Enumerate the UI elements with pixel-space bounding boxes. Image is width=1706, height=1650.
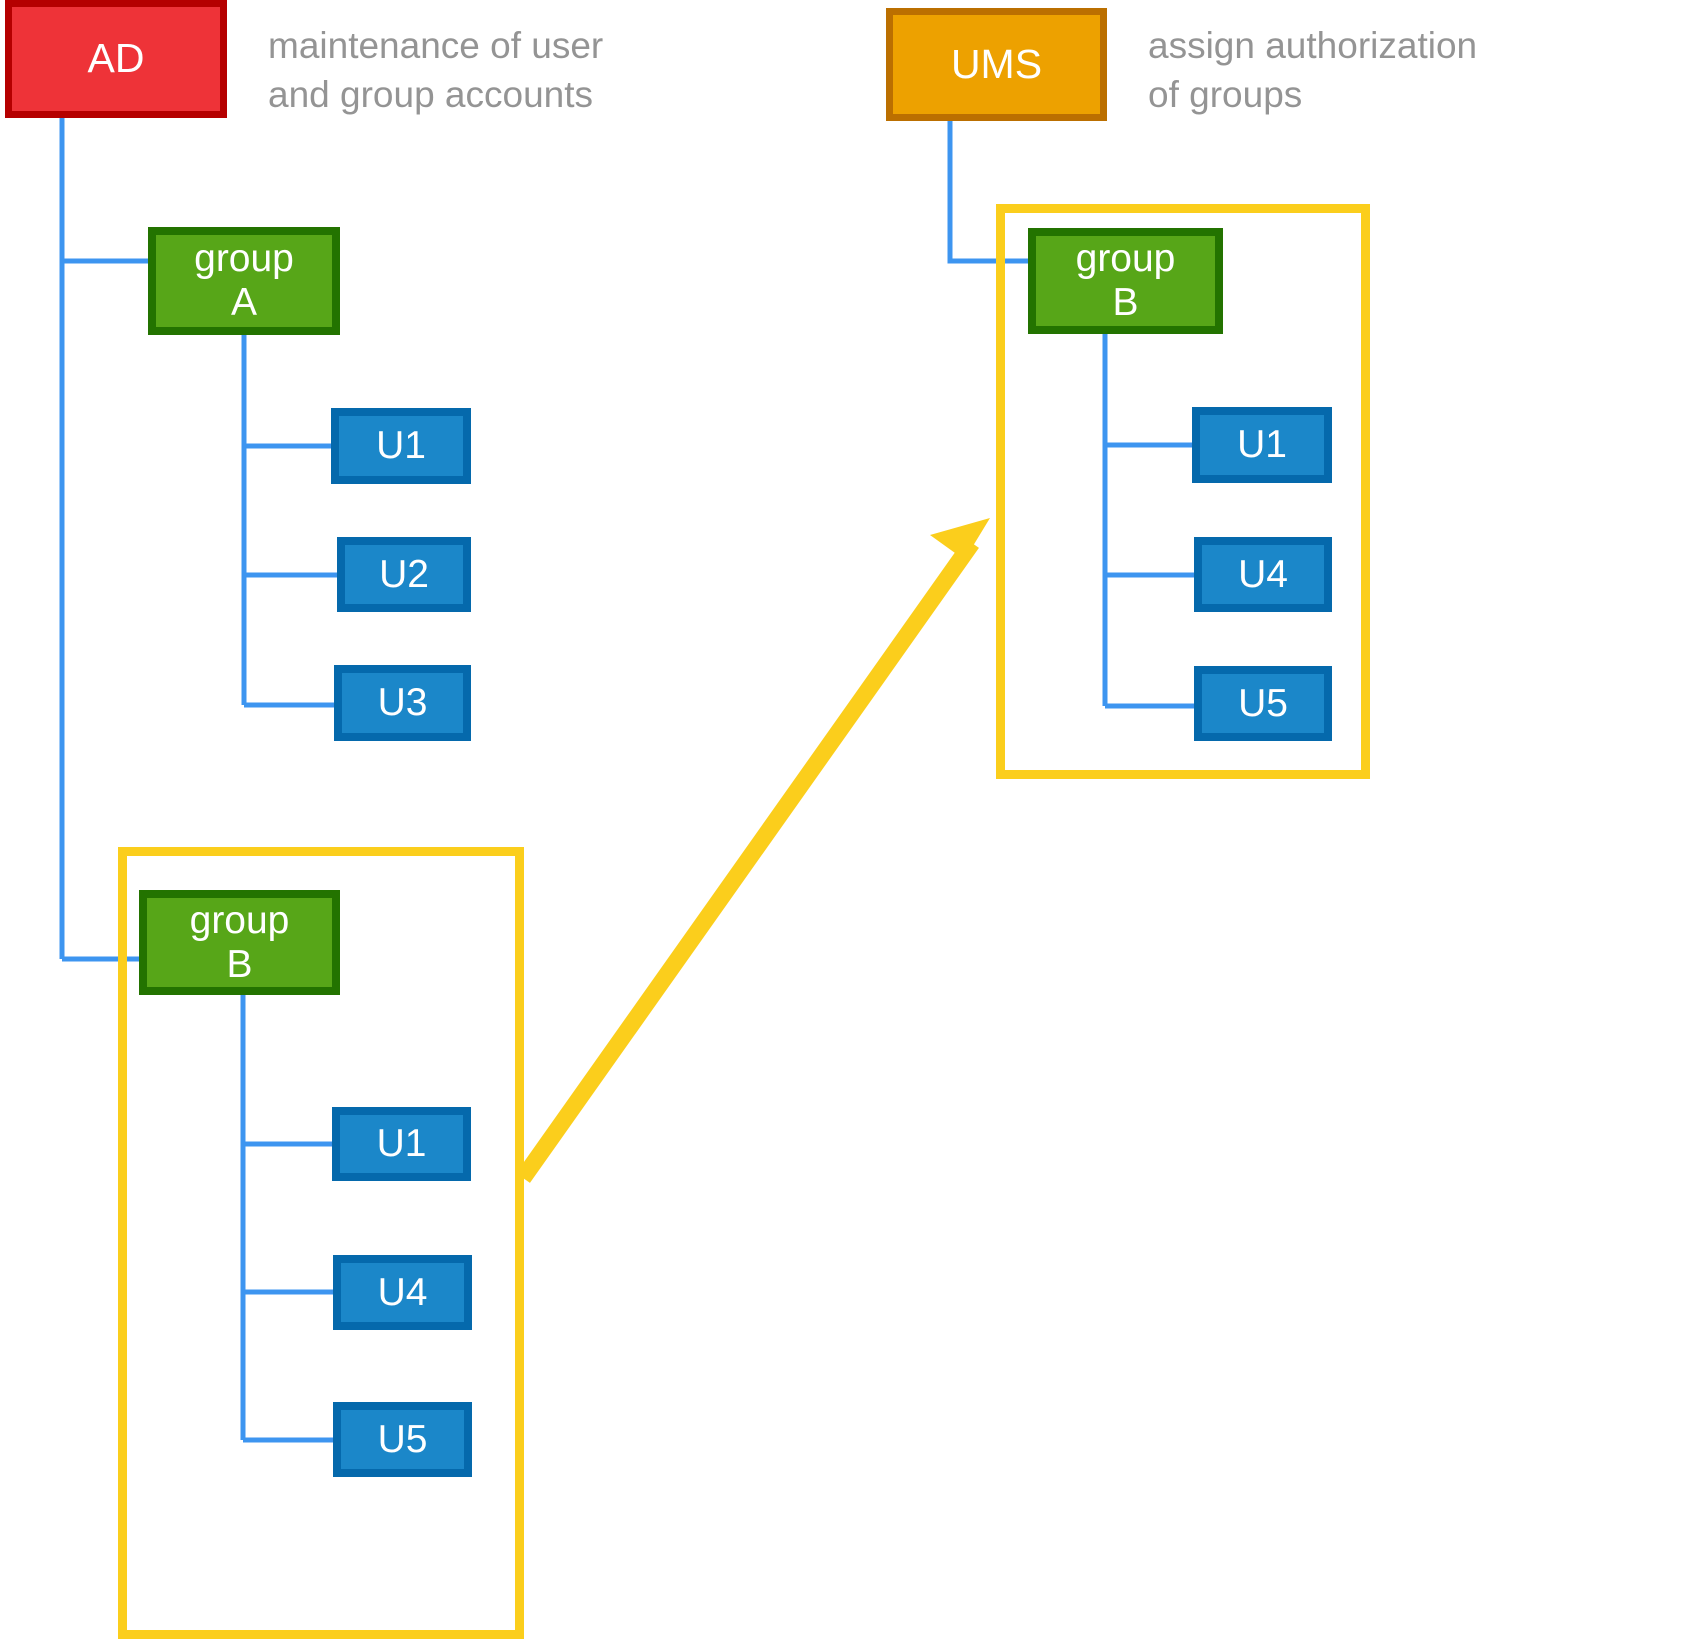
node-left-group-b-user-u5-label: U5 <box>377 1417 428 1461</box>
node-ad-user-u2-label: U2 <box>379 552 429 596</box>
node-left-group-b-user-u4-label: U4 <box>377 1270 428 1314</box>
node-left-group-b-user-u1-label: U1 <box>376 1122 427 1166</box>
node-ad-user-u3[interactable]: U3 <box>334 665 471 741</box>
node-group-b-right[interactable]: group B <box>1028 228 1223 334</box>
left-group-b-connectors <box>240 995 337 1443</box>
node-group-a[interactable]: group A <box>148 227 340 335</box>
mapping-arrow-head <box>930 518 990 587</box>
group-b-mapping-arrow <box>516 518 990 1183</box>
node-right-group-b-user-u5-label: U5 <box>1238 681 1288 725</box>
node-ums-label: UMS <box>950 40 1043 87</box>
ad-group-b-scope-container <box>118 847 524 1639</box>
group-a-connectors <box>241 335 341 708</box>
node-ums[interactable]: UMS <box>886 8 1107 121</box>
node-right-group-b-user-u1[interactable]: U1 <box>1192 407 1332 483</box>
node-left-group-b-user-u5[interactable]: U5 <box>333 1402 472 1477</box>
right-group-b-connectors <box>1102 334 1198 709</box>
node-ad-label: AD <box>87 35 145 82</box>
ums-annotation: assign authorization of groups <box>1148 25 1478 115</box>
node-group-b-right-label: group B <box>1075 237 1176 324</box>
ad-annotation: maintenance of user and group accounts <box>268 25 604 115</box>
node-ad-user-u2[interactable]: U2 <box>337 537 471 612</box>
ums-group-b-scope-container <box>996 204 1370 779</box>
node-ad-user-u3-label: U3 <box>377 681 428 725</box>
node-left-group-b-user-u1[interactable]: U1 <box>332 1107 471 1181</box>
node-ad-user-u1-label: U1 <box>376 424 426 468</box>
node-right-group-b-user-u1-label: U1 <box>1237 423 1287 467</box>
node-group-a-label: group A <box>194 237 294 324</box>
node-group-b-left[interactable]: group B <box>139 890 340 995</box>
node-right-group-b-user-u4-label: U4 <box>1238 552 1288 596</box>
node-ad[interactable]: AD <box>5 0 227 118</box>
mapping-arrow-shaft <box>516 538 979 1183</box>
node-right-group-b-user-u4[interactable]: U4 <box>1194 537 1332 612</box>
node-group-b-left-label: group B <box>189 898 290 986</box>
node-right-group-b-user-u5[interactable]: U5 <box>1194 666 1332 741</box>
node-ad-user-u1[interactable]: U1 <box>331 408 471 484</box>
ad-connectors <box>59 118 152 962</box>
node-left-group-b-user-u4[interactable]: U4 <box>333 1255 472 1330</box>
